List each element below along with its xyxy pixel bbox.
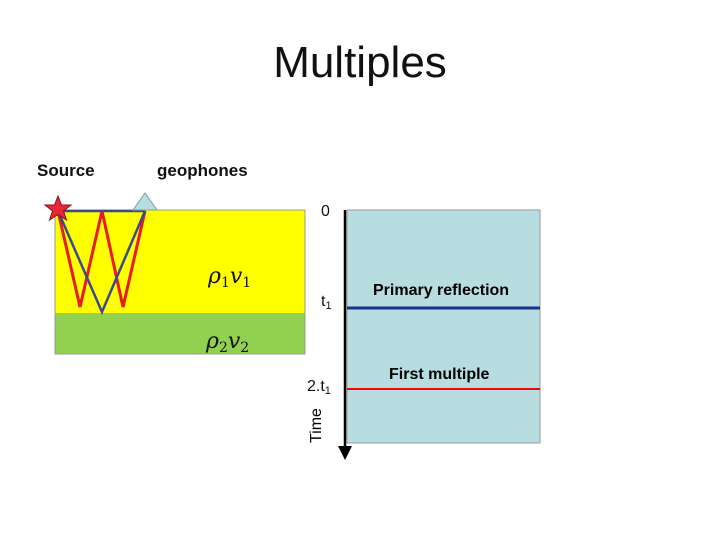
layer-1-rho-v-label: ρ1v1 <box>208 264 252 291</box>
primary-reflection-label: Primary reflection <box>373 282 510 299</box>
primary-ray-path <box>56 210 147 316</box>
layer-2 <box>55 313 305 354</box>
seismogram-panel <box>346 209 541 444</box>
first-multiple-label: First multiple <box>389 366 490 383</box>
time-axis-arrow <box>338 446 352 460</box>
layer-2-rho-v-label: ρ2v2 <box>206 329 250 356</box>
layer-1 <box>55 210 305 313</box>
tick-zero: 0 <box>321 203 330 220</box>
time-axis-label: Time <box>308 408 325 443</box>
tick-t1: t1 <box>321 293 332 312</box>
tick-2t1: 2.t1 <box>307 378 331 397</box>
geophones-label: geophones <box>157 161 248 180</box>
source-label: Source <box>37 161 95 180</box>
geophone-icon <box>132 192 158 211</box>
source-star-icon <box>43 194 73 222</box>
page-title: Multiples <box>273 38 447 87</box>
model-border <box>54 209 306 355</box>
